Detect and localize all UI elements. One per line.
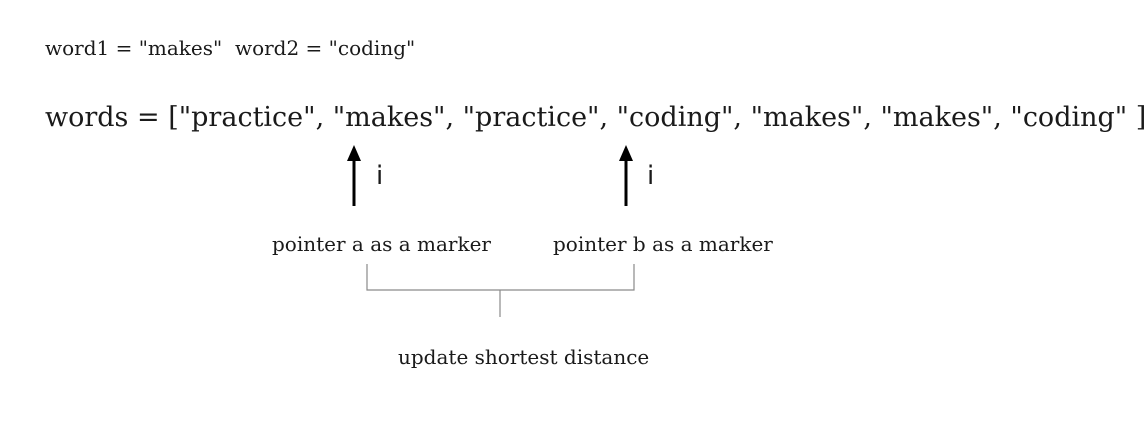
word1-definition: word1 = "makes" bbox=[45, 36, 223, 60]
pointer-a-caption: pointer a as a marker bbox=[272, 232, 491, 256]
pointer-b-caption: pointer b as a marker bbox=[553, 232, 773, 256]
words-array: words = ["practice", "makes", "practice"… bbox=[45, 102, 1147, 133]
pointer-b-arrow-head bbox=[619, 145, 633, 161]
pointer-bracket bbox=[366, 264, 635, 291]
word2-definition: word2 = "coding" bbox=[234, 36, 416, 60]
pointer-a-arrow-head bbox=[347, 145, 361, 161]
pointer-b-index-label: i bbox=[647, 161, 655, 191]
word-definitions: word1 = "makes" word2 = "coding" bbox=[45, 36, 415, 60]
pointer-a-index-label: i bbox=[376, 161, 384, 191]
update-caption: update shortest distance bbox=[398, 345, 650, 369]
